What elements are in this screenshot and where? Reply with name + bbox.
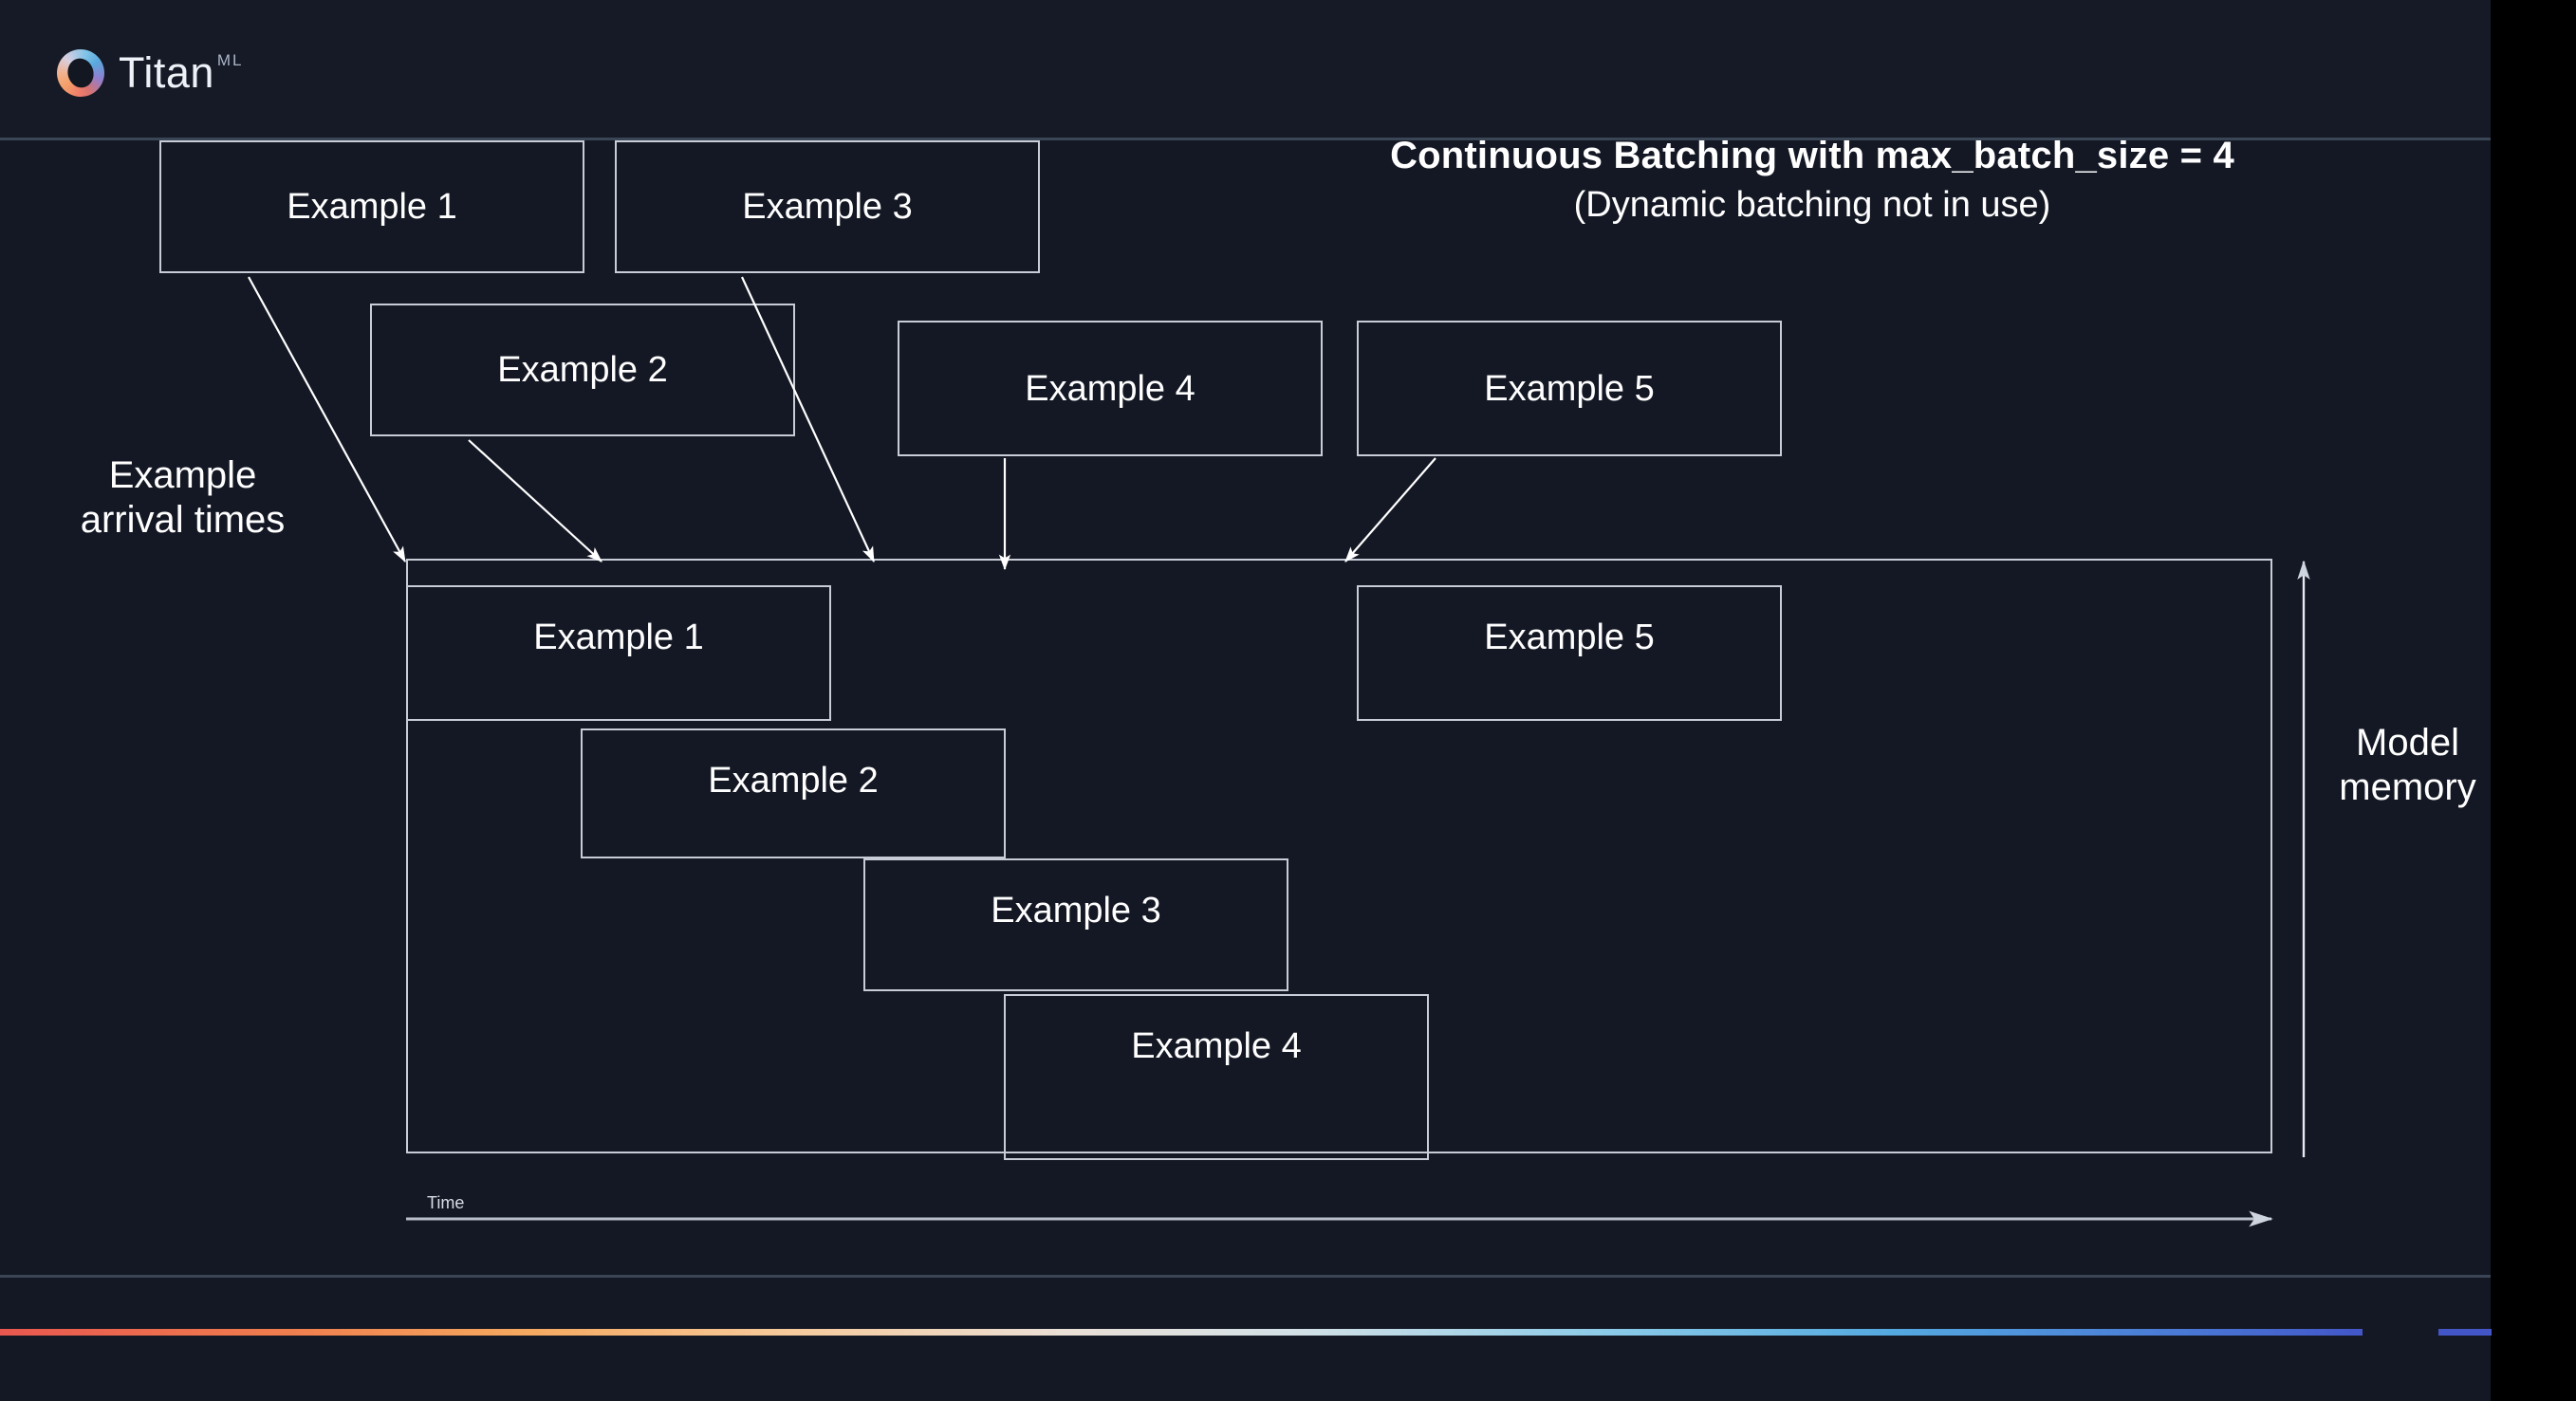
brand-superscript: ML	[216, 51, 244, 69]
memory-box-example-1: Example 1	[406, 585, 831, 721]
footer-divider	[0, 1275, 2491, 1278]
model-memory-label: Model memory	[2325, 721, 2491, 810]
arrival-times-label-line1: Example	[108, 454, 257, 496]
model-memory-label-line1: Model	[2356, 722, 2459, 764]
arrival-arrow-example-5	[1344, 457, 1436, 562]
arrival-box-example-1: Example 1	[159, 140, 584, 273]
arrival-box-example-5: Example 5	[1357, 321, 1782, 456]
titan-ring-logo-icon	[51, 44, 110, 102]
model-memory-label-line2: memory	[2339, 766, 2476, 809]
model-memory-container	[406, 559, 2272, 1153]
slide-title-block: Continuous Batching with max_batch_size …	[1252, 133, 2372, 227]
arrival-box-example-4: Example 4	[898, 321, 1323, 456]
brand-gradient-bar-stub	[2438, 1329, 2492, 1336]
slide-background: Titan ML Continuous Batching with max_ba…	[0, 0, 2491, 1401]
brand-gradient-bar	[0, 1329, 2363, 1336]
memory-box-example-2: Example 2	[581, 728, 1006, 858]
slide-header	[0, 0, 2491, 138]
arrival-times-label-line2: arrival times	[80, 499, 286, 542]
header-divider	[0, 138, 2491, 140]
memory-box-example-3: Example 3	[863, 858, 1288, 991]
page-title: Continuous Batching with max_batch_size …	[1390, 135, 2234, 176]
memory-box-example-5: Example 5	[1357, 585, 1782, 721]
arrival-arrow-example-2	[468, 439, 602, 562]
arrival-box-example-3: Example 3	[615, 140, 1040, 273]
arrival-times-label: Example arrival times	[19, 453, 346, 543]
brand-name: Titan	[119, 48, 214, 97]
brand-logo: Titan ML	[51, 44, 244, 102]
arrival-box-example-2: Example 2	[370, 304, 795, 436]
memory-box-example-4: Example 4	[1004, 994, 1429, 1160]
page-subtitle: (Dynamic batching not in use)	[1573, 184, 2051, 225]
time-axis-label: Time	[427, 1193, 465, 1212]
